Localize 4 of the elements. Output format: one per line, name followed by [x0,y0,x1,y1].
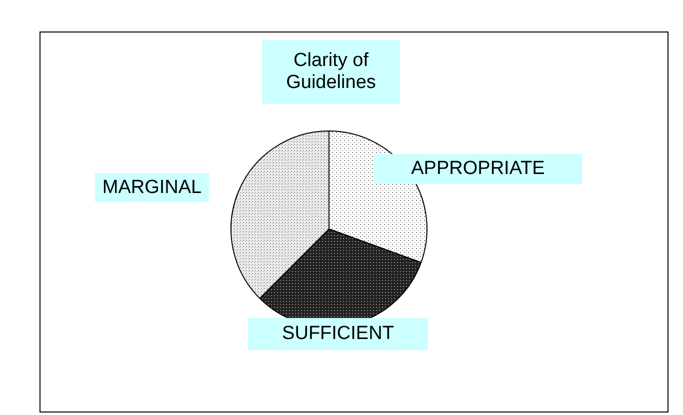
slice-label: SUFFICIENT [248,318,428,350]
title-box: Clarity of Guidelines [262,40,400,104]
slice-label: MARGINAL [95,173,209,202]
slice-label: APPROPRIATE [374,154,582,184]
